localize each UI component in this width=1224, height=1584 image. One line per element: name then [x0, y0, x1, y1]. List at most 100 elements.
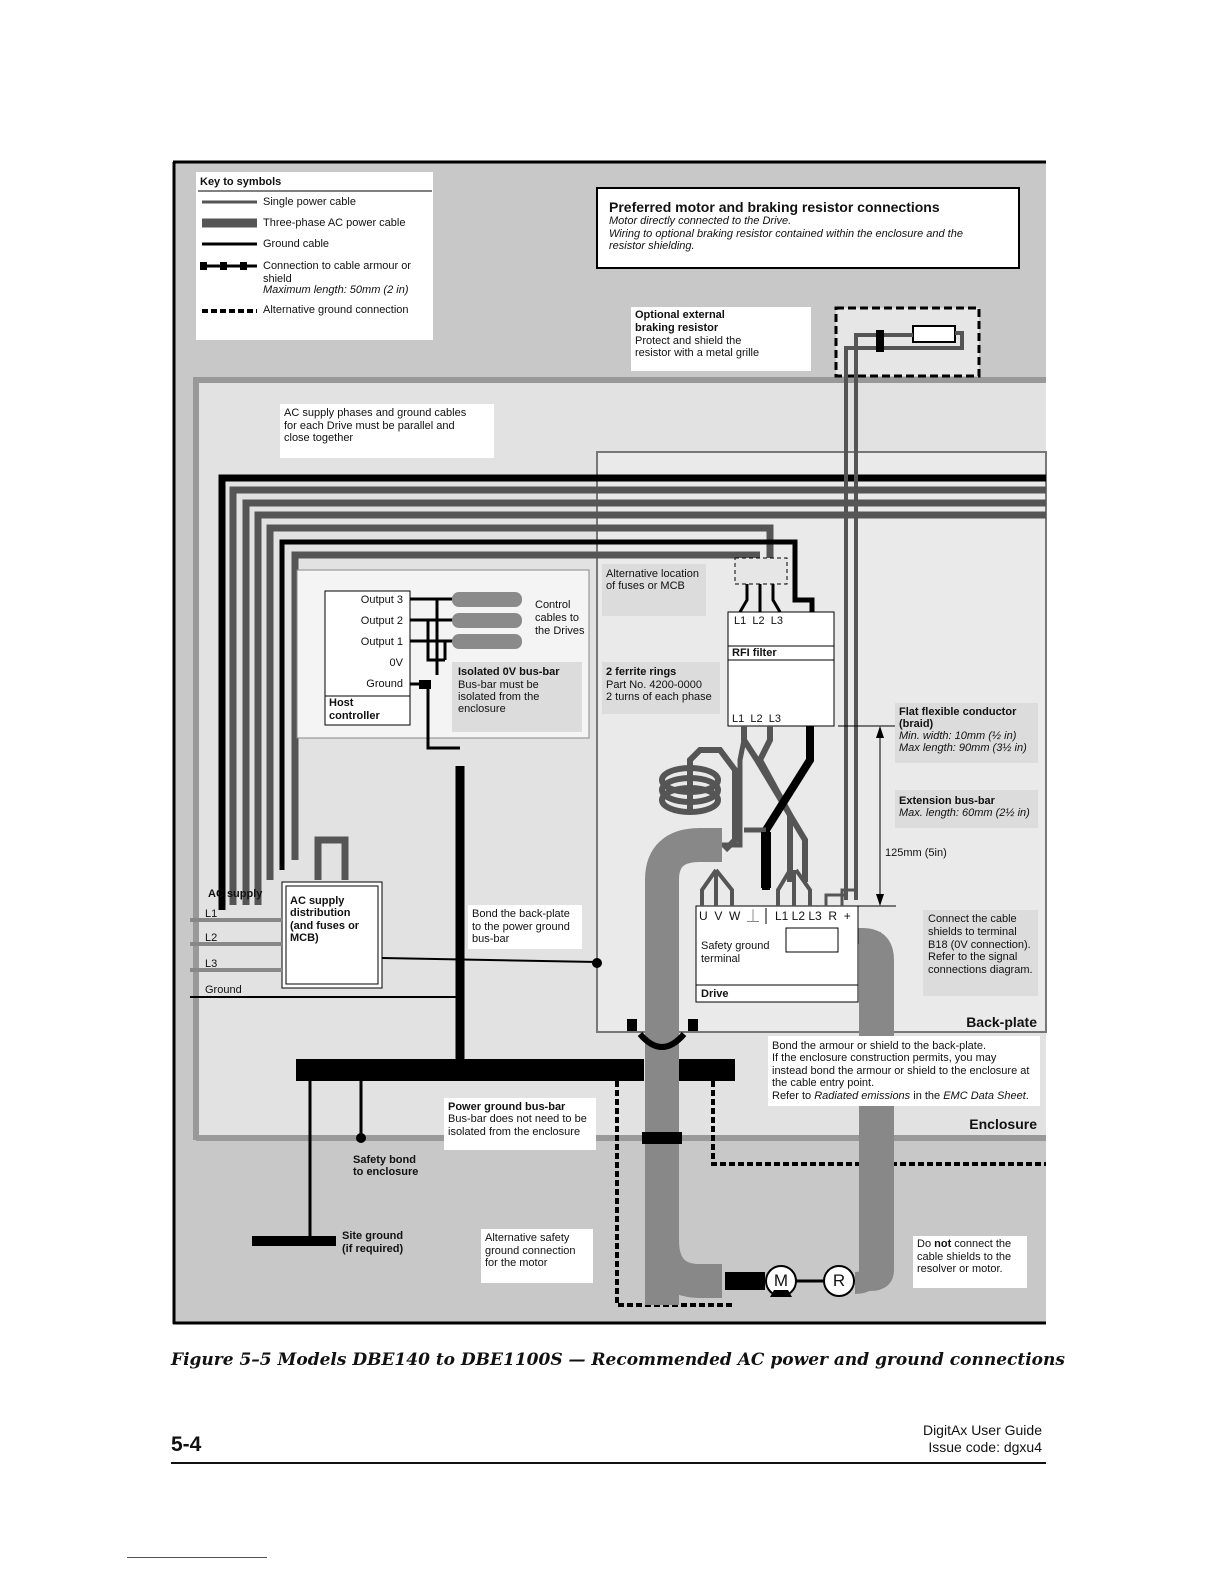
armour-line3: instead bond the armour or shield to the… [772, 1065, 1030, 1077]
key-single-power: Single power cable [263, 196, 356, 208]
footer-rule [171, 1462, 1046, 1464]
control-cables-1: Control [535, 599, 571, 611]
drive-title: Drive [701, 988, 729, 1000]
isolated-busbar-box [452, 662, 582, 732]
host-title2: controller [329, 710, 380, 722]
key-box [196, 172, 433, 340]
ac-supply-lines [190, 918, 460, 998]
preferred-line1: Motor directly connected to the Drive. [609, 215, 792, 227]
enclosure-label: Enclosure [969, 1116, 1037, 1132]
ac-phases-line2: for each Drive must be parallel and [284, 420, 455, 432]
alt-safety-box [481, 1229, 593, 1283]
host-controller-box [324, 590, 411, 726]
alt-safety-3: for the motor [485, 1257, 548, 1269]
do-not-line3: resolver or motor. [917, 1263, 1003, 1275]
control-cables [410, 592, 522, 750]
drive-safety2: terminal [701, 953, 741, 965]
alt-fuses-line1: Alternative location [606, 568, 699, 580]
key-armour-note: Maximum length: 50mm (2 in) [263, 284, 409, 296]
ferrite-text2: 2 turns of each phase [606, 691, 712, 703]
do-not-box [913, 1236, 1027, 1288]
isolated-text3: enclosure [458, 703, 506, 715]
bond-backplate-3: bus-bar [472, 933, 510, 945]
host-ground: Ground [366, 678, 403, 690]
alt-safety-1: Alternative safety [485, 1232, 570, 1244]
ac-dist-line2: distribution [290, 907, 351, 919]
site-ground-1: Site ground [342, 1230, 404, 1242]
extension-busbar-box [895, 790, 1038, 828]
armour-line2: If the enclosure construction permits, y… [772, 1052, 997, 1064]
alt-fuses-box [734, 557, 788, 585]
isolated-title: Isolated 0V bus-bar [458, 666, 560, 678]
control-cables-3: the Drives [535, 625, 585, 637]
armour-line5: Refer to Radiated emissions in the EMC D… [772, 1090, 1029, 1102]
motor-cable [645, 828, 894, 1305]
drive-safety1: Safety ground [701, 940, 770, 952]
guide-name: DigitAx User Guide [922, 1422, 1042, 1438]
ac-supply-l3: L3 [205, 958, 218, 970]
rfi-outputs: L1 L2 L3 [732, 713, 781, 725]
bottom-link-underline[interactable] [127, 1557, 267, 1558]
dimension-label: 125mm (5in) [885, 847, 947, 859]
ferrite-note-box [602, 662, 720, 714]
ac-phases-line3: close together [284, 432, 354, 444]
rfi-filter-box [727, 611, 835, 727]
host-output2: Output 2 [360, 615, 403, 627]
extension-title: Extension bus-bar [899, 795, 995, 807]
ferrite-rings [659, 747, 738, 853]
dimension-arrow [838, 725, 896, 907]
ac-dist-line1: AC supply [290, 895, 345, 907]
alt-fuses-note-box [602, 564, 706, 616]
safety-bond-1: Safety bond [353, 1154, 416, 1166]
ac-phases-note-box [280, 404, 494, 458]
rfi-inputs: L1 L2 L3 [734, 615, 783, 627]
bond-backplate-2: to the power ground [472, 921, 570, 933]
power-busbar-box [444, 1098, 596, 1150]
site-ground-2: (if required) [342, 1243, 404, 1255]
preferred-line3: resistor shielding. [609, 240, 695, 252]
key-armour-2: shield [263, 273, 292, 285]
drive-terminals-right: L1 L2 L3 R + [775, 909, 851, 923]
control-cables-2: cables to [535, 612, 580, 624]
motor-symbol: M [773, 1271, 789, 1290]
ac-dist-line4: MCB) [290, 932, 319, 944]
flat-text2: Max length: 90mm (3½ in) [899, 742, 1027, 754]
bond-backplate-box [468, 905, 582, 949]
host-output3: Output 3 [360, 594, 403, 606]
power-busbar-text1: Bus-bar does not need to be [448, 1113, 587, 1125]
braking-title1: Optional external [635, 309, 725, 321]
power-busbar-title: Power ground bus-bar [448, 1101, 566, 1113]
ac-distribution-box [281, 881, 383, 989]
issue-code: Issue code: dgxu4 [928, 1439, 1042, 1455]
drive-terminals-left: U V W ⏊ [699, 909, 760, 923]
isolated-text1: Bus-bar must be [458, 679, 539, 691]
braking-note-box [631, 307, 811, 371]
backplate-label: Back-plate [966, 1014, 1037, 1030]
shields-line2: shields to terminal [928, 926, 1017, 938]
alt-safety-2: ground connection [485, 1245, 576, 1257]
isolated-text2: isolated from the [458, 691, 540, 703]
shields-line3: B18 (0V connection). [928, 939, 1031, 951]
armour-line1: Bond the armour or shield to the back-pl… [772, 1040, 987, 1052]
key-ground-cable: Ground cable [263, 238, 330, 250]
braking-title2: braking resistor [635, 322, 719, 334]
rfi-title: RFI filter [732, 647, 777, 659]
flat-conductor-box [895, 703, 1038, 763]
power-busbar-text2: isolated from the enclosure [448, 1126, 581, 1138]
host-output1: Output 1 [360, 636, 403, 648]
braking-resistor-symbol [912, 325, 956, 343]
armour-symbol [200, 262, 257, 270]
shields-note-box [923, 910, 1038, 996]
flat-title1: Flat flexible conductor [899, 706, 1017, 718]
key-three-phase: Three-phase AC power cable [263, 217, 406, 229]
shields-line5: connections diagram. [928, 964, 1033, 976]
ac-supply-cables [218, 474, 1046, 910]
key-alt-ground: Alternative ground connection [263, 304, 409, 316]
extension-text: Max. length: 60mm (2½ in) [899, 807, 1030, 819]
ac-phases-line1: AC supply phases and ground cables [284, 407, 467, 419]
shields-line4: Refer to the signal [928, 951, 1018, 963]
braking-text1: Protect and shield the [635, 335, 742, 347]
preferred-line2: Wiring to optional braking resistor cont… [609, 228, 963, 240]
armour-line4: the cable entry point. [772, 1077, 875, 1089]
braking-text2: resistor with a metal grille [635, 347, 760, 359]
